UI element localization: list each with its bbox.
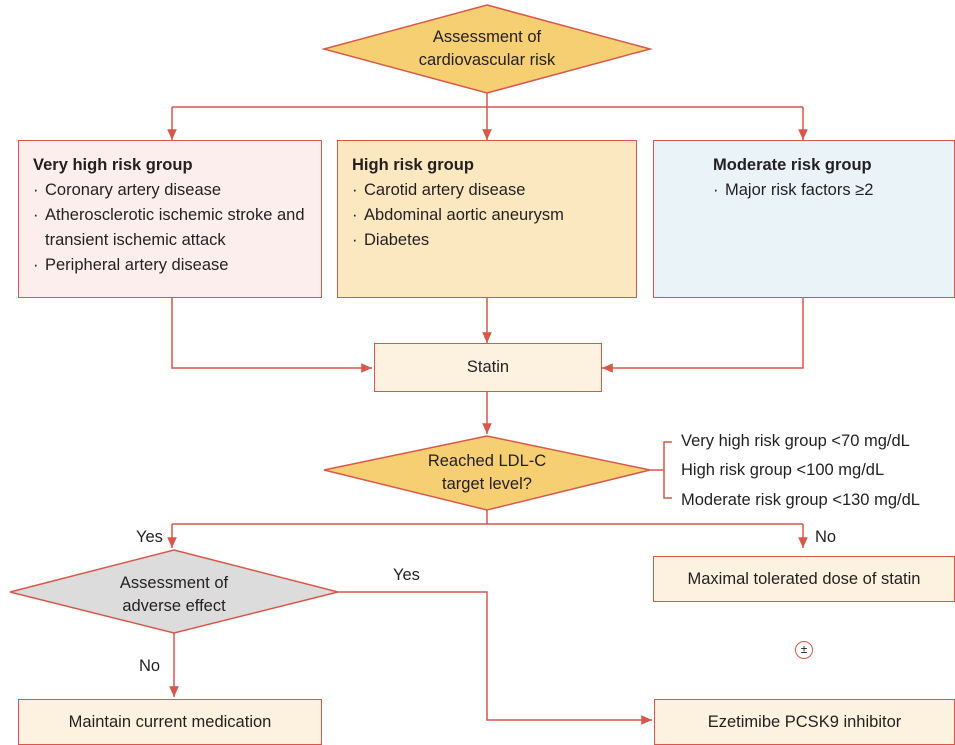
plus-minus-icon: ± (795, 641, 813, 659)
no-label-right: No (815, 528, 837, 546)
statin-label: Statin (466, 358, 510, 376)
very-high-risk-box: Very high risk group Coronary artery dis… (18, 140, 322, 298)
ldl-line-1: Reached LDL-C (427, 452, 547, 470)
high-risk-title: High risk group (352, 156, 474, 174)
start-diamond-label: Assessment of cardiovascular risk (374, 26, 600, 72)
maintain-box: Maintain current medication (18, 699, 322, 745)
no-label-adverse: No (139, 657, 161, 675)
high-risk-box: High risk group Carotid artery disease A… (337, 140, 637, 298)
list-item: Abdominal aortic aneurysm (352, 203, 622, 228)
max-dose-box: Maximal tolerated dose of statin (653, 556, 955, 602)
adverse-decision-label: Assessment of adverse effect (84, 572, 264, 618)
arrow-adverse-yes-to-addon (338, 591, 652, 725)
arrow-very-high-to-statin (171, 298, 372, 373)
addon-box: Ezetimibe PCSK9 inhibitor (654, 699, 955, 745)
yes-label-left: Yes (136, 528, 163, 546)
ldl-line-2: target level? (442, 475, 532, 493)
very-high-risk-list: Coronary artery disease Atherosclerotic … (33, 178, 307, 278)
list-item: Major risk factors ≥2 (713, 178, 940, 203)
yes-label-adverse: Yes (393, 566, 420, 584)
target-moderate: Moderate risk group <130 mg/dL (681, 491, 920, 509)
moderate-risk-title: Moderate risk group (713, 156, 872, 174)
target-very-high: Very high risk group <70 mg/dL (681, 432, 910, 450)
statin-box: Statin (374, 343, 602, 392)
list-item: Diabetes (352, 228, 622, 253)
target-bracket (663, 441, 672, 499)
start-line-2: cardiovascular risk (418, 51, 556, 69)
moderate-risk-box: Moderate risk group Major risk factors ≥… (653, 140, 955, 298)
list-item: Peripheral artery disease (33, 253, 307, 278)
adverse-line-2: adverse effect (122, 597, 226, 615)
list-item: Atherosclerotic ischemic stroke and tran… (33, 203, 307, 253)
addon-label: Ezetimibe PCSK9 inhibitor (707, 712, 902, 731)
start-line-1: Assessment of (432, 28, 542, 46)
maintain-label: Maintain current medication (68, 712, 272, 731)
target-high: High risk group <100 mg/dL (681, 461, 885, 479)
moderate-risk-list: Major risk factors ≥2 (713, 178, 940, 203)
max-dose-label: Maximal tolerated dose of statin (687, 569, 921, 588)
adverse-line-1: Assessment of (119, 574, 229, 592)
ldl-decision-label: Reached LDL-C target level? (384, 450, 590, 496)
list-item: Coronary artery disease (33, 178, 307, 203)
very-high-risk-title: Very high risk group (33, 156, 193, 174)
arrow-moderate-to-statin (602, 298, 804, 373)
high-risk-list: Carotid artery disease Abdominal aortic … (352, 178, 622, 253)
list-item: Carotid artery disease (352, 178, 622, 203)
